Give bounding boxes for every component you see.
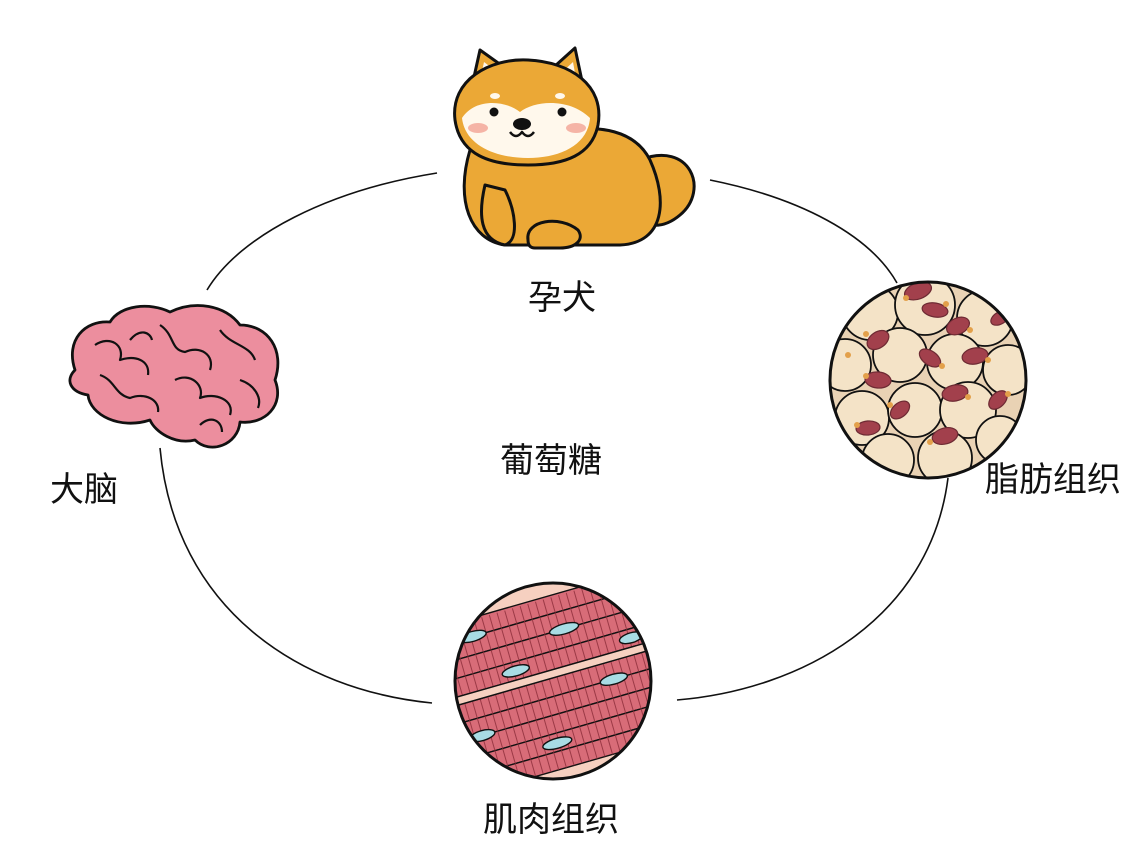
arc-brain-to-muscle [159,447,433,704]
fat-tissue-label: 脂肪组织 [985,460,1121,500]
muscle-tissue-label: 肌肉组织 [483,800,619,840]
arc-fat-to-muscle [676,477,949,701]
arc-dog-to-fat [709,179,898,284]
cycle-arrows [159,172,949,704]
muscle-tissue-icon [453,581,653,781]
brain-label: 大脑 [50,470,118,510]
center-label: 葡萄糖 [500,441,602,481]
brain-icon [68,304,280,449]
pregnant-dog-icon [453,46,696,250]
adipose-tissue-icon [828,280,1028,480]
dog-label: 孕犬 [528,278,596,318]
arc-dog-to-brain [206,172,438,291]
